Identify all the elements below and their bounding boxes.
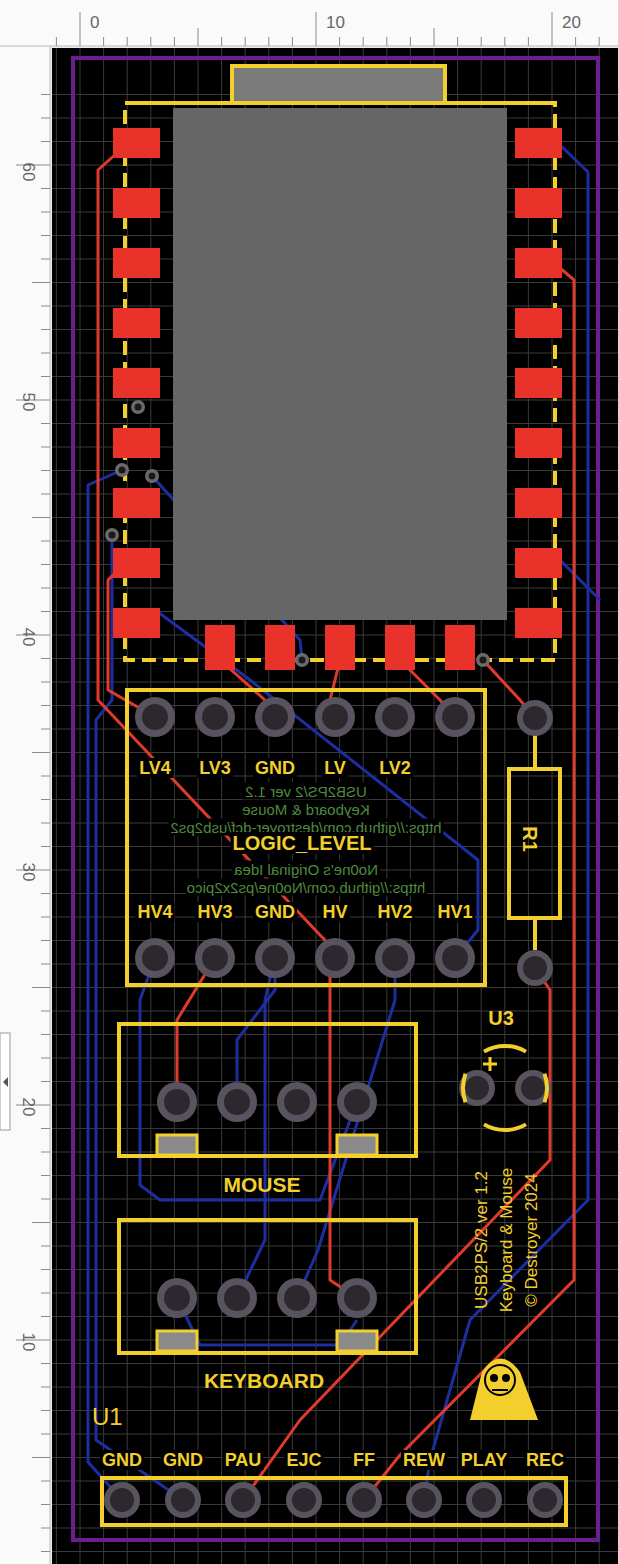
component-outline: U1 (100, 1476, 568, 1527)
pin-label: LV (322, 758, 348, 778)
pin-label: HV (320, 902, 349, 922)
component-outline: MOUSE (117, 1022, 418, 1158)
pin-label: PAU (223, 1450, 264, 1470)
ruler-number: 60 (20, 163, 37, 182)
pin-label: LV4 (137, 758, 173, 778)
component-label: KEYBOARD (204, 1370, 324, 1391)
bottom-silk-text: USB2PS/2 ver 1.2 (243, 783, 369, 800)
ruler-number: 30 (20, 863, 37, 882)
ruler-number: 50 (20, 393, 37, 412)
ruler-number: 20 (562, 14, 581, 31)
ruler-number: 40 (20, 628, 37, 647)
ruler-number: 10 (326, 14, 345, 31)
bottom-silk-text: https://github.com/No0ne/ps2x2pico (185, 879, 427, 896)
ruler-number: 10 (20, 1333, 37, 1352)
pin-label: HV2 (375, 902, 414, 922)
credit-text: © Destroyer 2024 (523, 1173, 540, 1306)
component-label: U1 (92, 1405, 123, 1429)
pin-label: PLAY (459, 1450, 509, 1470)
component-outline: LOGIC_LEVEL (125, 688, 487, 987)
ruler-number: 20 (20, 1098, 37, 1117)
credit-text: Keyboard & Mouse (498, 1168, 515, 1313)
polarity-circle (460, 1043, 550, 1133)
pin-label: GND (253, 758, 297, 778)
pin-label: HV3 (195, 902, 234, 922)
component-outline: KEYBOARD (117, 1218, 418, 1355)
pin-label: LV2 (377, 758, 413, 778)
pin-label: HV1 (435, 902, 474, 922)
bottom-silk-text: Keyboard & Mouse (240, 801, 372, 818)
component-outline: R1 (507, 767, 562, 920)
pin-label: GND (100, 1450, 144, 1470)
credit-text: USB2PS/2 ver 1.2 (473, 1171, 490, 1309)
pin-label: FF (351, 1450, 377, 1470)
component-circle: U3 (460, 1043, 550, 1133)
ruler-number: 0 (90, 14, 99, 31)
component-label: MOUSE (223, 1174, 300, 1195)
pin-label: REW (401, 1450, 447, 1470)
component-label: LOGIC_LEVEL (231, 832, 374, 854)
bottom-silk-text: No0ne's Original Idea (232, 861, 380, 878)
pin-label: EJC (284, 1450, 323, 1470)
component-label: U3 (488, 1008, 514, 1028)
pin-label: HV4 (135, 902, 174, 922)
component-label: R1 (520, 826, 540, 852)
pin-label: GND (161, 1450, 205, 1470)
pin-label: GND (253, 902, 297, 922)
pin-label: REC (524, 1450, 566, 1470)
pin-label: LV3 (197, 758, 233, 778)
